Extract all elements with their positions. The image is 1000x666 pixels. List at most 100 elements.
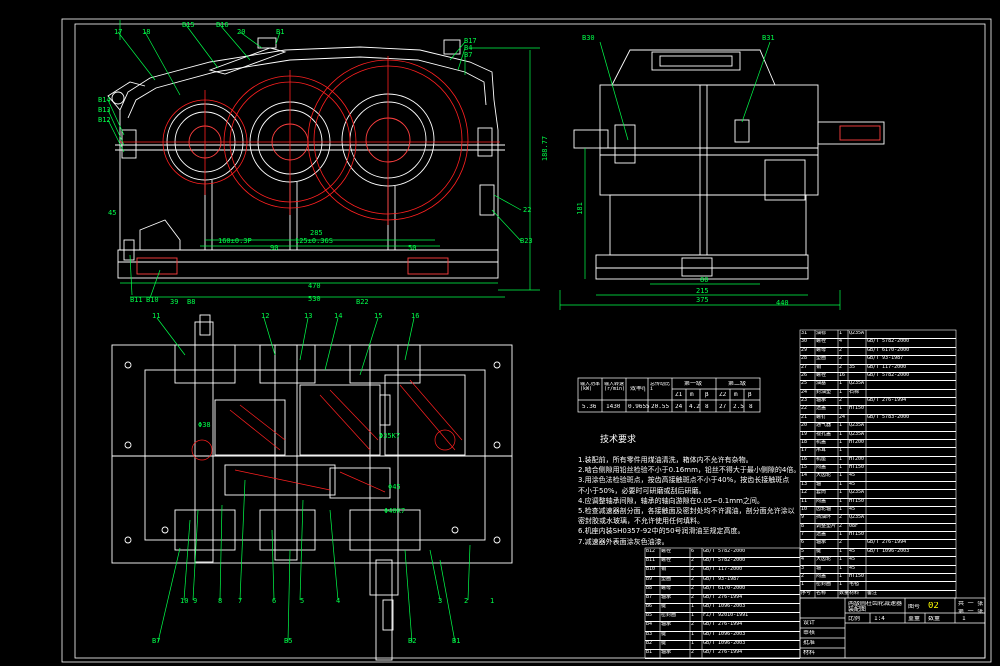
parts-right-cell: 1 [839, 423, 843, 429]
plan-leaders [156, 317, 471, 643]
spec-sub2: β [705, 392, 709, 398]
parts-left-cell: GB/T 1096-2003 [703, 604, 746, 609]
parts-right-cell: 1 [839, 481, 843, 487]
parts-right-cell: HT150 [849, 532, 865, 537]
parts-left-cell: B5 [646, 613, 653, 619]
tech-line: 3.用涂色法检验斑点，按齿高接触斑点不小于40%，按齿长接触斑点 [578, 476, 790, 485]
parts-right-rowline [800, 505, 956, 507]
parts-right-rowline [800, 346, 956, 348]
parts-right-rowline [800, 413, 956, 415]
title-role-2: 批准 [803, 640, 816, 646]
dim-side-height: 45 [108, 209, 117, 217]
inner-frame [74, 23, 986, 659]
parts-right-cell: HT150 [849, 498, 865, 504]
parts-right-cell: 油标 [816, 331, 827, 336]
parts-right-cell: 20 [801, 423, 808, 429]
parts-right-rowline [800, 397, 956, 398]
plan-label-11: 11 [152, 312, 161, 320]
parts-left-rowline [645, 575, 800, 577]
parts-right-header: 材料 [849, 590, 860, 596]
parts-right-cell: 毛毡 [849, 582, 860, 588]
spec-h4: 第一级 [684, 381, 703, 387]
parts-right-cell: 2 [839, 523, 843, 529]
parts-left-cell: B3 [646, 631, 653, 637]
parts-right-cell: 密封圈 [816, 582, 832, 588]
parts-left-rowline [645, 630, 800, 632]
side-dimensions [559, 41, 841, 310]
parts-right-cell: 1 [839, 465, 843, 470]
front-label-b23: B23 [520, 237, 533, 245]
front-label-17: 17 [114, 28, 123, 36]
parts-right-rowline [800, 480, 956, 482]
parts-left-rowline [645, 648, 800, 650]
side-dim-bottom-outer: 375 [696, 296, 709, 304]
plan-label-14: 14 [334, 312, 343, 320]
parts-left-cell: B9 [646, 576, 653, 582]
parts-right-cell: 轴承 [816, 398, 827, 403]
plan-label-16: 16 [411, 312, 420, 320]
parts-right-rowline [800, 455, 956, 457]
plan-dim-phi38: Φ38 [198, 421, 211, 429]
parts-left-rowline [645, 658, 800, 659]
parts-right-cell: 16 [839, 372, 846, 378]
parts-right-rowline [800, 589, 956, 591]
parts-right-cell: 销 [816, 364, 822, 370]
tech-title: 技术要求 [600, 435, 637, 445]
parts-right-cell: 2 [801, 573, 805, 579]
parts-right-rowline [800, 363, 956, 365]
parts-right-cell: 齿轮轴 [816, 506, 832, 512]
plan-label-10: 10 [180, 597, 189, 605]
parts-right-cell: 1 [839, 532, 843, 537]
parts-right-rowline [800, 581, 956, 583]
parts-right-rowline [800, 338, 956, 340]
plan-label-6: 6 [272, 597, 277, 605]
front-label-20: 20 [237, 28, 246, 36]
parts-right-cell: 13 [801, 481, 808, 487]
parts-right-header: 备注 [867, 590, 878, 596]
parts-right-cell: 4 [839, 339, 843, 345]
parts-left-cell: FZ/T 92010-1991 [703, 613, 749, 619]
plan-label-b5: B5 [284, 637, 293, 645]
dim-inner: 90 [270, 244, 279, 252]
parts-right-cell: 11 [801, 498, 808, 504]
parts-right-cell: 1 [839, 582, 843, 588]
parts-right-cell: 4 [801, 557, 805, 563]
parts-right-cell: 1 [839, 473, 843, 479]
parts-right-cell: GB/T 117-2000 [867, 364, 907, 370]
parts-right-cell: 6 [801, 540, 805, 546]
parts-right-cell: 1 [801, 582, 805, 588]
parts-left-cell: GB/T 5782-2000 [703, 549, 746, 554]
parts-right-cell: GB/T 1096-2003 [867, 548, 910, 554]
parts-right-cell: GB/T 93-1987 [867, 356, 904, 362]
parts-right-cell: 15 [801, 465, 808, 470]
tech-line: 1.装配前，所有零件用煤油清洗，箱体内不允许有杂物。 [578, 456, 753, 464]
plan-label-b2: B2 [408, 637, 417, 645]
spec-h0: 输入功率(kW) [580, 382, 601, 392]
parts-right-cell: 轴 [816, 481, 822, 487]
parts-right-cell: 2 [839, 540, 843, 546]
parts-right-cell: 12 [801, 490, 808, 496]
title-scale-label: 比例 [848, 616, 861, 622]
parts-right-cell: 封油垫 [816, 389, 832, 395]
parts-left-cell: 轴承 [661, 594, 672, 600]
parts-right-cell: Q235A [849, 431, 865, 437]
title-scale: 1:4 [874, 616, 885, 622]
parts-left-cell: B6 [646, 604, 653, 609]
parts-right-cell: 大齿轮 [816, 557, 832, 563]
title-qty-label: 数量 [928, 616, 941, 622]
plan-label-8: 8 [218, 597, 223, 605]
parts-left-cell: 2 [691, 567, 695, 573]
parts-right-cell: GB/T 6170-2000 [867, 347, 910, 353]
front-label-b8: B8 [187, 298, 196, 306]
title-weight-label: 重量 [908, 616, 921, 622]
parts-left-cell: 键 [661, 604, 667, 609]
front-label-b16: B16 [216, 21, 229, 29]
spec-v9: 8 [749, 404, 753, 410]
parts-left-cell: 键 [661, 631, 667, 637]
side-view [573, 49, 885, 280]
spec-sub5: β [748, 392, 752, 398]
front-label-b17: B17 [464, 37, 477, 45]
spec-sub1: m [690, 392, 694, 398]
spec-sub4: m [734, 392, 738, 398]
parts-left-cell: B4 [646, 622, 653, 628]
